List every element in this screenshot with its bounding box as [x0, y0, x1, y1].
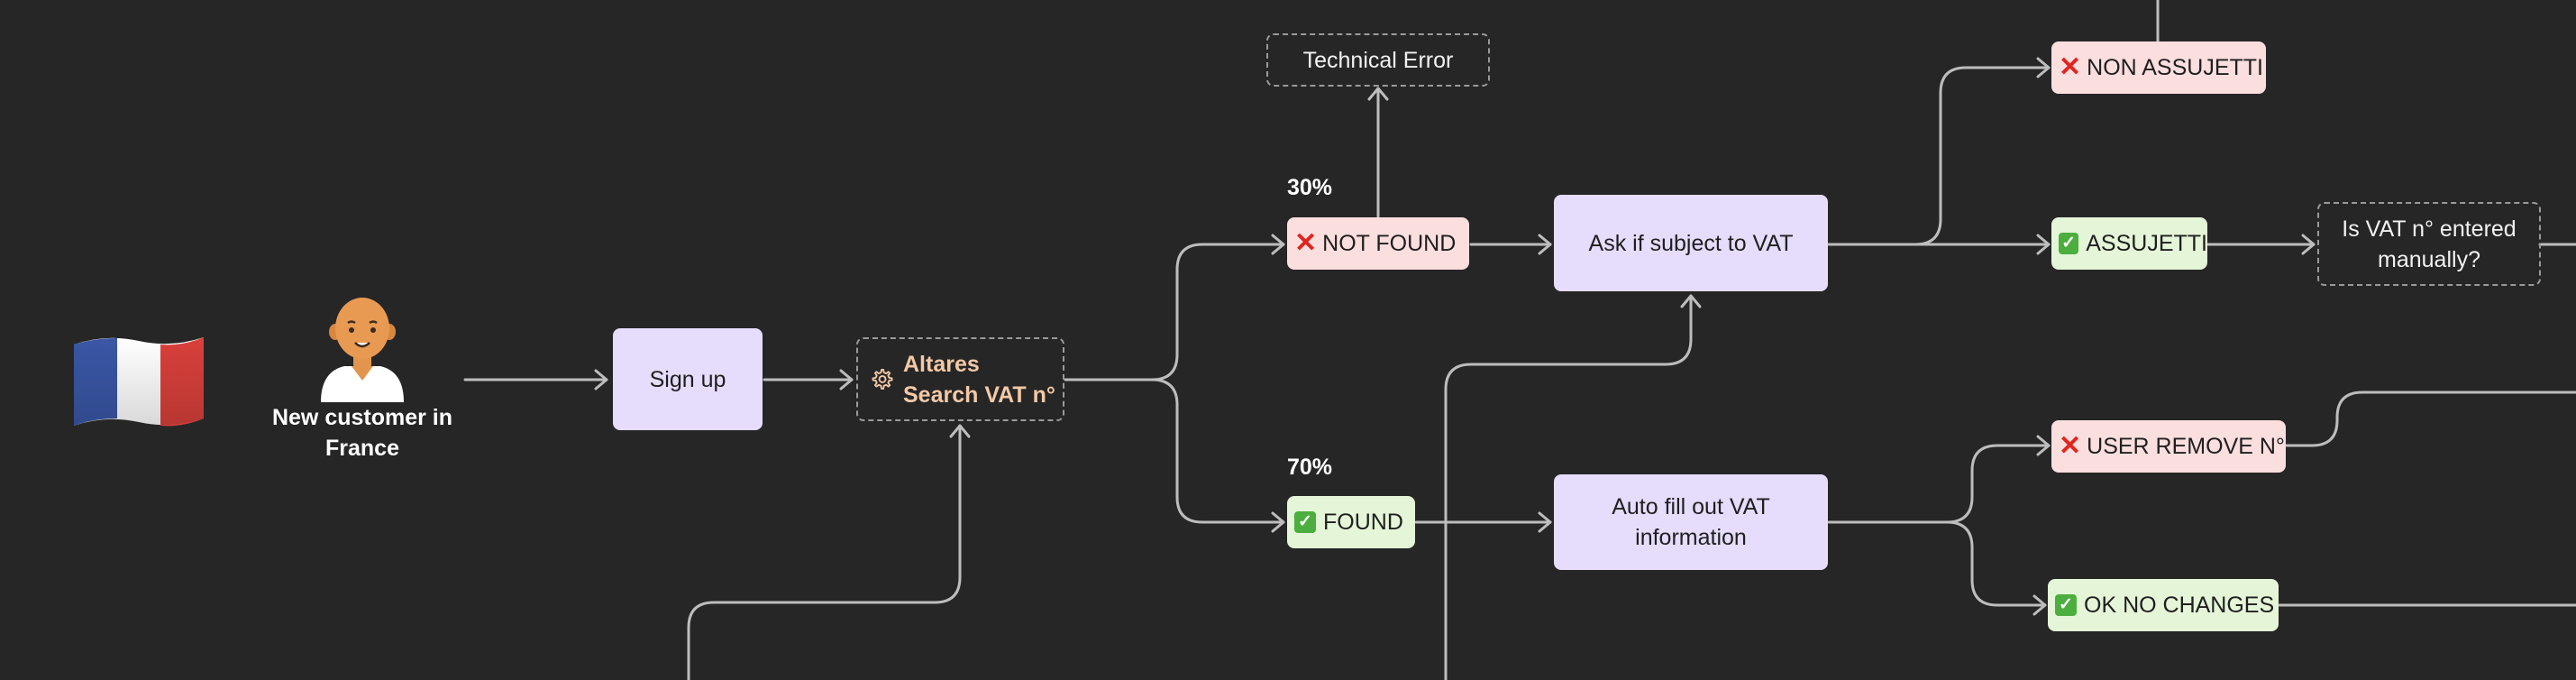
technical-error-label: Technical Error	[1302, 47, 1454, 73]
arrowhead-assujetti	[2036, 234, 2051, 255]
green-check-icon: ✓	[1294, 511, 1316, 533]
edge-loop-to-ask	[1444, 294, 1693, 680]
vat-manual-node[interactable]: Is VAT n° entered manually?	[2317, 202, 2541, 286]
edge-altares-to-not-found	[1064, 243, 1285, 381]
altares-search-node[interactable]: Altares Search VAT n°	[856, 337, 1064, 421]
altares-text: Altares Search VAT n°	[903, 349, 1055, 410]
technical-error-node[interactable]: Technical Error	[1266, 33, 1490, 87]
user-remove-label: USER REMOVE N°	[2087, 434, 2285, 459]
arrowhead-altares	[839, 369, 854, 391]
altares-title: Altares	[903, 351, 980, 377]
arrowhead-ask-up	[1680, 294, 1702, 308]
found-label: FOUND	[1323, 510, 1403, 535]
sign-up-node[interactable]: Sign up	[613, 328, 763, 430]
green-check-icon: ✓	[2055, 594, 2077, 616]
red-cross-icon: ✕	[2059, 52, 2082, 82]
customer-label: New customer in France	[271, 405, 453, 461]
non-assujetti-node[interactable]: ✕ NON ASSUJETTI	[2051, 41, 2266, 94]
found-node[interactable]: ✓ FOUND	[1287, 496, 1415, 548]
arrowhead-ask	[1538, 234, 1552, 255]
not-found-percentage: 30%	[1287, 175, 1333, 200]
found-percentage: 70%	[1287, 455, 1333, 480]
ok-no-changes-label: OK NO CHANGES	[2084, 593, 2275, 618]
edge-altares-to-found	[1150, 378, 1285, 524]
green-check-icon: ✓	[2059, 233, 2079, 254]
edge-user-remove-right	[2285, 391, 2576, 447]
arrowhead-signup	[594, 369, 608, 391]
user-remove-node[interactable]: ✕ USER REMOVE N°	[2051, 420, 2286, 473]
vat-manual-label: Is VAT n° entered manually?	[2342, 216, 2517, 272]
arrowhead-ok	[2032, 594, 2047, 616]
not-found-node[interactable]: ✕ NOT FOUND	[1287, 217, 1469, 270]
auto-fill-node[interactable]: Auto fill out VAT information	[1554, 474, 1828, 570]
ok-no-changes-node[interactable]: ✓ OK NO CHANGES	[2048, 579, 2279, 631]
arrowhead-manual	[2301, 234, 2316, 255]
gear-icon	[872, 368, 893, 390]
arrowhead-autofill	[1538, 511, 1552, 533]
assujetti-label: ASSUJETTI	[2086, 231, 2207, 256]
not-found-label: NOT FOUND	[1322, 231, 1457, 256]
arrowhead-error	[1367, 87, 1389, 101]
france-flag-icon	[74, 337, 204, 427]
assujetti-node[interactable]: ✓ ASSUJETTI	[2051, 217, 2207, 270]
arrowhead-not-found	[1271, 234, 1285, 255]
altares-subtitle: Search VAT n°	[903, 381, 1055, 408]
sign-up-label: Sign up	[649, 366, 726, 392]
auto-fill-label: Auto fill out VAT information	[1612, 494, 1770, 550]
arrowhead-non-assujetti	[2036, 57, 2051, 78]
ask-vat-node[interactable]: Ask if subject to VAT	[1554, 195, 1828, 291]
edge-loop-to-altares	[687, 424, 962, 680]
arrowhead-found	[1271, 511, 1285, 533]
red-cross-icon: ✕	[2059, 431, 2082, 461]
non-assujetti-label: NON ASSUJETTI	[2087, 55, 2264, 80]
edge-autofill-to-ok	[1945, 520, 2047, 607]
ask-vat-label: Ask if subject to VAT	[1588, 230, 1794, 256]
customer-avatar-icon	[321, 298, 404, 402]
edge-autofill-to-user-remove	[1827, 444, 2051, 524]
arrowhead-altares-up	[949, 424, 971, 438]
edge-ask-to-non-assujetti	[1827, 66, 2051, 246]
arrowhead-user-remove	[2036, 435, 2051, 456]
red-cross-icon: ✕	[1294, 228, 1318, 258]
